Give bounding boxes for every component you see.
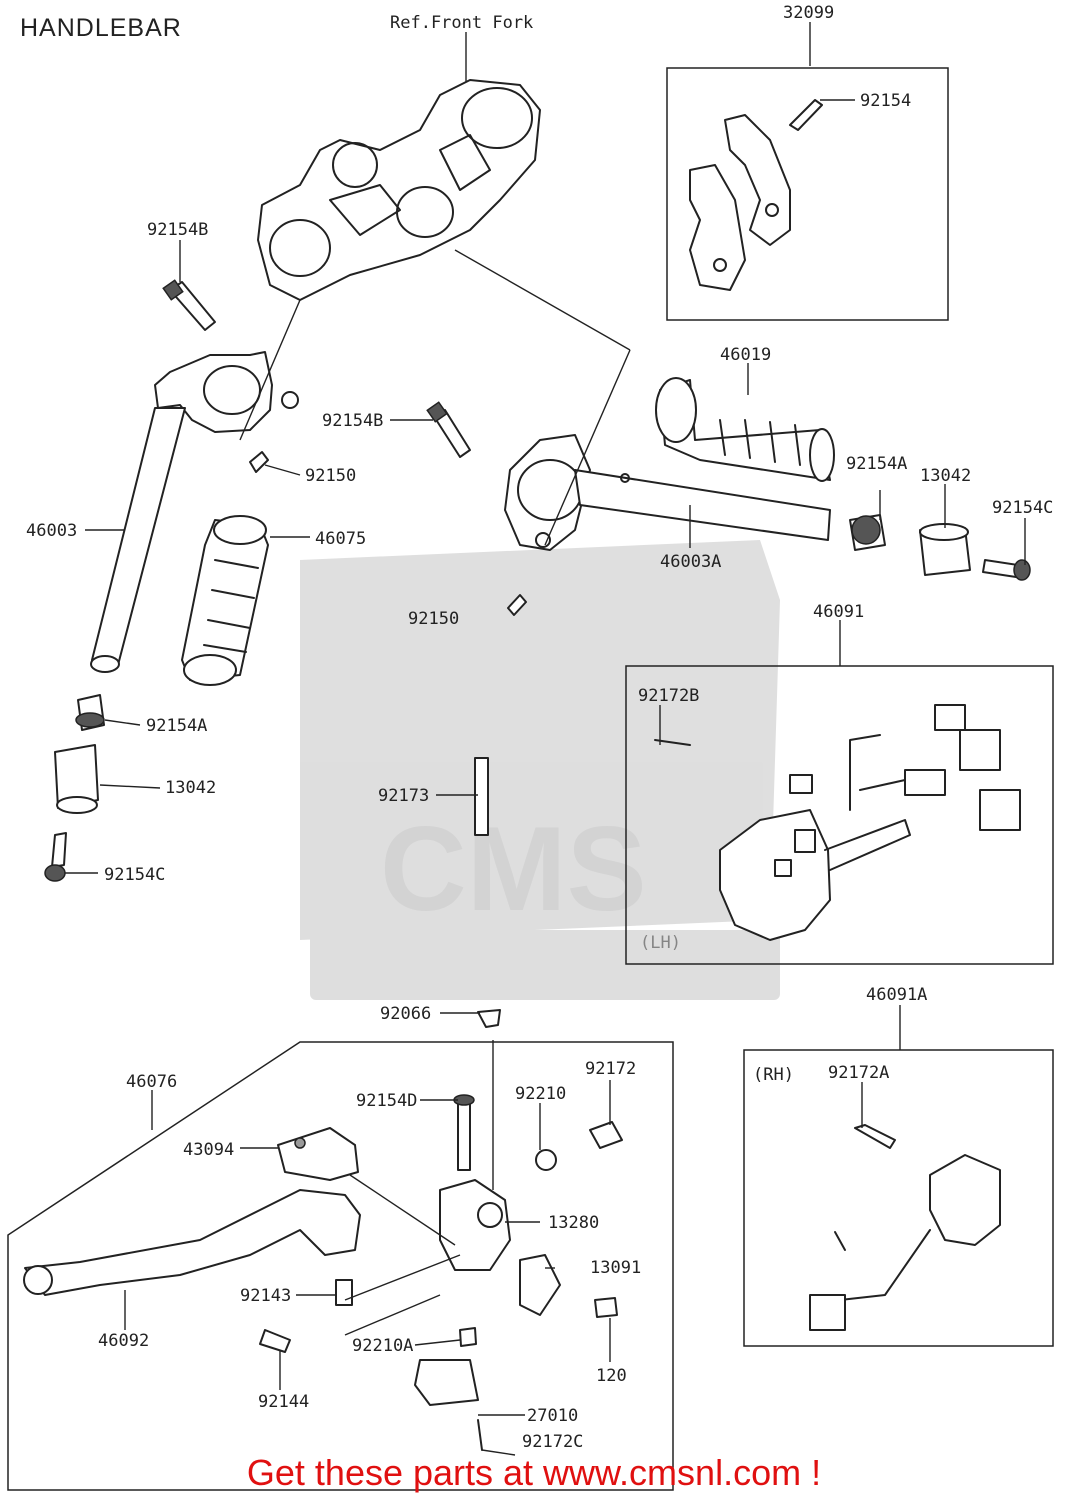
label-92172B: 92172B [638,686,699,706]
label-92154C-left: 92154C [104,865,165,885]
label-46019: 46019 [720,345,771,365]
box-46076 [7,1041,674,1491]
part-92154C-left [44,832,67,882]
label-92154B-right: 92154B [322,411,383,431]
label-46091: 46091 [813,602,864,622]
label-46003: 46003 [26,521,77,541]
label-92172A: 92172A [828,1063,889,1083]
label-92144: 92144 [258,1392,309,1412]
label-92066: 92066 [380,1004,431,1024]
label-13091: 13091 [590,1258,641,1278]
label-92154D: 92154D [356,1091,417,1111]
label-92154C-right: 92154C [992,498,1053,518]
leader-lines [65,22,1026,1456]
label-rh: (RH) [753,1065,794,1085]
part-92154C-right [982,559,1031,581]
box-46091A [743,1049,1054,1347]
watermark-side-note: (LH) [640,933,681,953]
bolt-92154B-left [162,279,216,331]
label-92143: 92143 [240,1286,291,1306]
box-32099 [666,67,949,321]
label-92172C: 92172C [522,1432,583,1452]
part-32099 [689,99,823,291]
label-46092: 46092 [98,1331,149,1351]
label-120: 120 [596,1366,627,1386]
watermark-brand: CMS [380,802,647,936]
label-92173: 92173 [378,786,429,806]
part-46075 [181,515,269,686]
label-13280: 13280 [548,1213,599,1233]
part-92154A-right [849,514,886,551]
label-46075: 46075 [315,529,366,549]
label-43094: 43094 [183,1140,234,1160]
label-92210: 92210 [515,1084,566,1104]
part-46076 [23,1094,623,1451]
part-46003 [90,351,299,673]
bolt-92150-left [249,451,269,473]
part-92066 [477,1009,501,1028]
label-92154A-left: 92154A [146,716,207,736]
part-46091 [654,704,1021,941]
footer-link[interactable]: Get these parts at www.cmsnl.com ! [246,1452,822,1493]
label-92154B-left: 92154B [147,220,208,240]
page-title: HANDLEBAR [20,14,182,42]
label-46076: 46076 [126,1072,177,1092]
watermark-logo: CMS (LH) [300,540,780,1000]
label-92210A: 92210A [352,1336,413,1356]
bolt-92150-right [507,594,527,616]
label-92154A-right: 92154A [846,454,907,474]
part-92154A-left [75,694,105,731]
part-46091A [809,1124,1001,1331]
label-ref-front-fork: Ref.Front Fork [390,13,533,33]
part-13042-right [919,523,971,576]
bolt-92154B-right [426,401,471,458]
label-92150-right: 92150 [408,609,459,629]
label-46003A: 46003A [660,552,721,572]
part-92173 [474,757,489,836]
part-labels: Ref.Front Fork 32099 92154 92154B 92150 … [26,3,1053,1452]
label-13042-left: 13042 [165,778,216,798]
label-27010: 27010 [527,1406,578,1426]
label-92172: 92172 [585,1059,636,1079]
part-13042-left [54,744,99,814]
part-46019 [655,377,835,482]
label-46091A: 46091A [866,985,927,1005]
triple-clamp [257,79,541,301]
label-92154: 92154 [860,91,911,111]
label-92150-left: 92150 [305,466,356,486]
part-46003A [504,434,831,551]
label-32099: 32099 [783,3,834,23]
label-13042-right: 13042 [920,466,971,486]
